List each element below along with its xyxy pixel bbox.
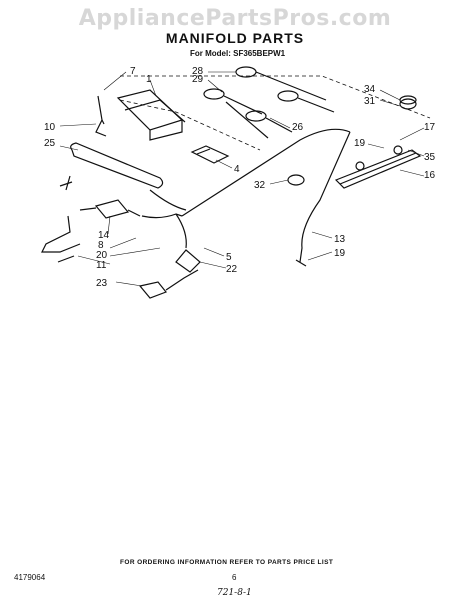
callout-1: 1 xyxy=(146,74,152,85)
model-label: For Model: SF365BEPW1 xyxy=(190,49,286,58)
regulator-assembly xyxy=(138,213,201,299)
callout-28: 28 xyxy=(192,66,204,77)
gas-line-branch xyxy=(149,189,187,211)
handwritten-note: 721-8-1 xyxy=(217,588,252,598)
callout-labels: 7 1 10 25 14 8 20 11 23 5 22 4 28 29 26 … xyxy=(44,66,436,289)
fitting-19 xyxy=(295,259,307,267)
callout-8: 8 xyxy=(98,240,104,251)
callout-26: 26 xyxy=(292,122,304,133)
callout-11: 11 xyxy=(96,260,107,271)
callout-22: 22 xyxy=(226,264,238,275)
burner-valves-top xyxy=(203,66,335,139)
callout-4: 4 xyxy=(234,164,240,175)
diagram-title: MANIFOLD PARTS xyxy=(165,30,305,46)
bracket-part xyxy=(190,145,230,164)
callout-14: 14 xyxy=(98,230,110,241)
valve-assembly xyxy=(41,199,183,263)
callout-34: 34 xyxy=(364,84,376,95)
callout-32: 32 xyxy=(254,180,266,191)
ordering-note: FOR ORDERING INFORMATION REFER TO PARTS … xyxy=(120,559,334,566)
gas-line-right xyxy=(299,131,351,263)
leader-lines xyxy=(59,71,425,287)
callout-29: 29 xyxy=(192,74,204,85)
callout-25: 25 xyxy=(44,138,56,149)
manifold-right xyxy=(334,145,422,189)
document-number: 4179064 xyxy=(14,573,46,582)
burner-part xyxy=(116,89,186,141)
knobs xyxy=(287,95,417,186)
callout-17: 17 xyxy=(424,122,436,133)
manifold-tube-left xyxy=(59,95,164,191)
gas-line-long xyxy=(181,128,351,217)
dashed-outline-upper xyxy=(120,75,431,119)
callout-5: 5 xyxy=(226,252,232,263)
callout-19-lower: 19 xyxy=(334,248,346,259)
callout-7: 7 xyxy=(130,66,136,77)
callout-20: 20 xyxy=(96,250,108,261)
callout-31: 31 xyxy=(364,96,376,107)
callout-23: 23 xyxy=(96,278,108,289)
watermark: AppliancePartsPros.com xyxy=(78,6,392,31)
callout-10: 10 xyxy=(44,122,56,133)
callout-13: 13 xyxy=(334,234,346,245)
page-number: 6 xyxy=(232,573,237,582)
callout-35: 35 xyxy=(424,152,436,163)
callout-19-upper: 19 xyxy=(354,138,366,149)
callout-16: 16 xyxy=(424,170,436,181)
dashed-outline-lower xyxy=(119,99,261,151)
